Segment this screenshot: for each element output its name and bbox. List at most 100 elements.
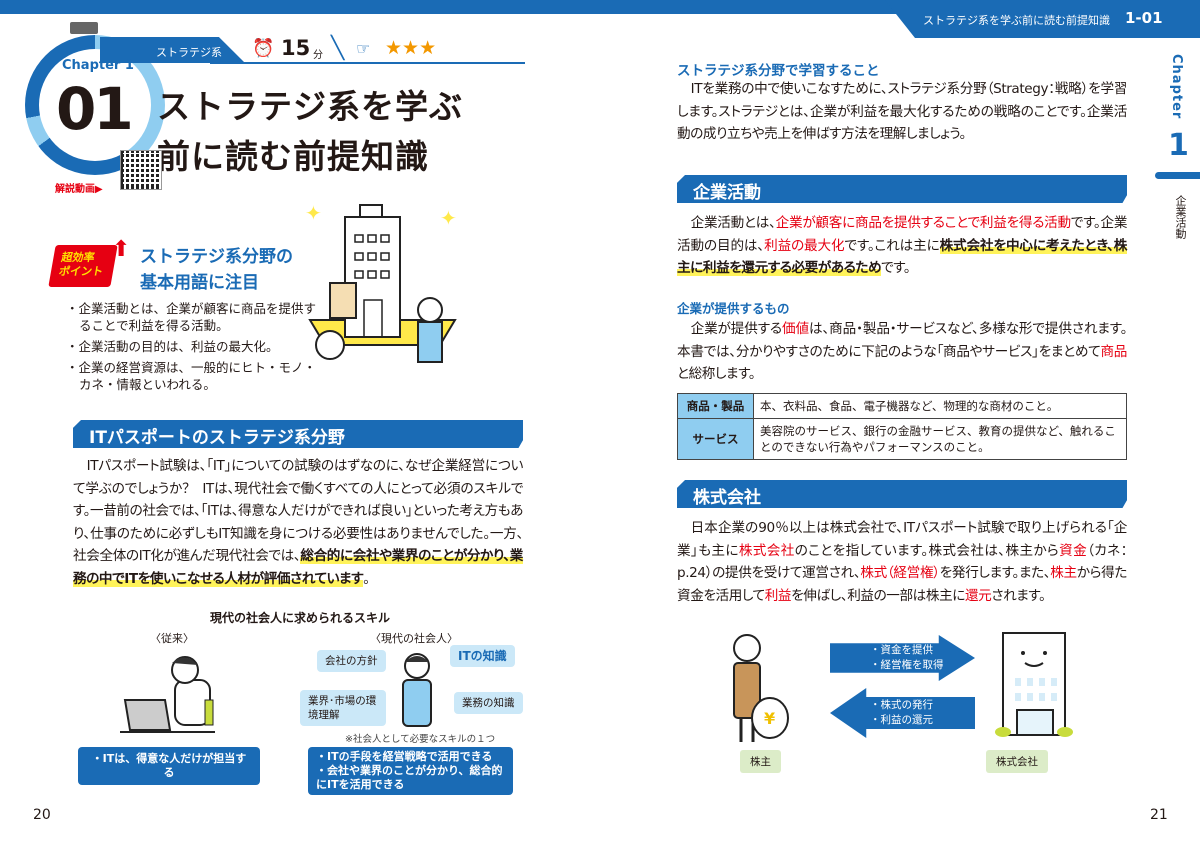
alarm-clock-icon: ⏰ [252, 38, 275, 59]
paragraph-corporation: 日本企業の90％以上は株式会社で、ITパスポート試験で取り上げられる「企業」も主… [677, 517, 1127, 607]
office-building-illustration: ✦✦ [305, 201, 457, 363]
red-text: 企業が顧客に商品を提供することで利益を得る活動 [775, 215, 1072, 231]
section-header-business-activity: 企業活動 [677, 175, 1127, 203]
svg-text:✦: ✦ [305, 201, 322, 225]
red-text: 株式（経営権） [860, 565, 940, 581]
text: と総称します。 [677, 366, 756, 382]
point-heading-line: 基本用語に注目 [140, 273, 259, 293]
arrow-text: ・資金を提供 [870, 644, 933, 656]
lesson-number: 01 [56, 75, 134, 143]
title-line: 前に読む前提知識 [157, 137, 429, 176]
side-section-label: 企業活動 [1174, 195, 1187, 239]
table-desc: 美容院のサービス、銀行の金融サービス、教育の提供など、触れることのできない行為や… [753, 418, 1127, 460]
arrow-to-shareholder: ・株式の発行 ・利益の還元 [830, 688, 975, 738]
arrow-up-icon: ⬆ [112, 237, 131, 262]
pointing-hand-icon: ☞ [356, 39, 371, 58]
red-text: 資金 [1059, 542, 1088, 559]
red-text: 株式会社 [738, 542, 795, 559]
text: 日本企業の90％以上は株式会社で、ITパスポート試験で取り上げられる「企業」も主… [677, 520, 1127, 559]
arrow-text: ・株式の発行 [870, 699, 933, 711]
qr-code[interactable] [120, 150, 162, 190]
text: です。企業活動の目的は、 [677, 215, 1128, 254]
divider [210, 62, 525, 64]
category-label: ストラテジ系 [156, 46, 222, 59]
modern-worker-illustration [402, 653, 432, 727]
red-text: 価値 [782, 321, 809, 337]
table-row: サービス美容院のサービス、銀行の金融サービス、教育の提供など、触れることのできな… [677, 418, 1127, 460]
category-banner: ストラテジ系 [100, 37, 245, 63]
modern-label: 〈現代の社会人〉 [370, 632, 458, 645]
past-label: 〈従来〉 [150, 632, 194, 645]
red-text: 商品 [1100, 343, 1127, 360]
difficulty-stars: ★★★ [385, 37, 437, 59]
table-row: 商品・製品本、衣料品、食品、電子機器など、物理的な商材のこと。 [677, 393, 1127, 419]
table-desc: 本、衣料品、食品、電子機器など、物理的な商材のこと。 [753, 393, 1127, 419]
paragraph-business-activity: 企業活動とは、企業が顧客に商品を提供することで利益を得る活動です。企業活動の目的… [677, 212, 1127, 280]
section-header-corporation: 株式会社 [677, 480, 1127, 508]
text: です。これは主に [844, 237, 940, 254]
side-chapter-label: Chapter [1169, 54, 1184, 120]
bubble-company-policy: 会社の方針 [317, 650, 386, 672]
text: ITパスポート試験は、「IT」についての試験のはずなのに、なぜ企業経営について学… [73, 458, 523, 564]
arrow-text: ・利益の還元 [870, 714, 933, 726]
skill-item: ・会社や業界のことが分かり、総合的にITを活用できる [316, 764, 503, 791]
point-bullets: 企業活動とは、企業が顧客に商品を提供することで利益を得る活動。 企業活動の目的は… [66, 300, 326, 397]
video-label: 解説動画▶ [55, 184, 103, 195]
intro-heading: ストラテジ系分野で学習すること [677, 63, 880, 79]
svg-text:¥: ¥ [764, 709, 775, 728]
table-term: サービス [677, 418, 754, 460]
bullet-item: 企業活動の目的は、利益の最大化。 [66, 338, 326, 355]
intro-paragraph: ITを業務の中で使いこなすために、ストラテジ系分野（Strategy：戦略）を学… [677, 81, 1127, 142]
text: 。 [363, 570, 370, 587]
bullet-item: 企業活動とは、企業が顧客に商品を提供することで利益を得る活動。 [66, 300, 326, 334]
running-title: ストラテジ系を学ぶ前に読む前提知識 [923, 14, 1110, 27]
company-label: 株式会社 [986, 750, 1048, 773]
time-value: 15 [281, 36, 311, 60]
red-text: 利益 [764, 587, 792, 604]
figure-title: 現代の社会人に求められるスキル [210, 611, 391, 625]
person-at-laptop-illustration [120, 656, 215, 733]
shareholder-label: 株主 [740, 750, 781, 773]
text: は、商品・製品・サービスなど、多様な形で提供されます。本書では、分かりやすさのた… [677, 321, 1127, 360]
running-header: ストラテジ系を学ぶ前に読む前提知識 1-01 [885, 0, 1200, 38]
arrow-text: ・経営権を取得 [870, 659, 944, 671]
bubble-industry-market: 業界･市場の環境理解 [300, 690, 386, 726]
bubble-it-knowledge: ITの知識 [450, 645, 515, 667]
page-title: ストラテジ系を学ぶ 前に読む前提知識 [157, 82, 463, 182]
arrow-to-company: ・資金を提供 ・経営権を取得 [830, 635, 975, 681]
text: 企業が提供する [690, 321, 783, 337]
text: （カネ：p.24）の提供を受けて運営され、 [677, 542, 1127, 582]
red-text: 利益の最大化 [764, 237, 845, 254]
time-unit: 分 [313, 50, 323, 61]
page-number-left: 20 [33, 807, 51, 823]
bubble-business-knowledge: 業務の知識 [454, 692, 523, 714]
svg-text:✦: ✦ [440, 206, 457, 230]
bullet-item: 企業の経営資源は、一般的にヒト・モノ・カネ・情報といわれる。 [66, 359, 326, 393]
text: を発行します。また、 [939, 565, 1051, 581]
badge-text: ポイント [57, 265, 105, 278]
point-heading: ストラテジ系分野の 基本用語に注目 [140, 244, 293, 296]
modern-skill-box: ・ITの手段を経営戦略で活用できる ・会社や業界のことが分かり、総合的にITを活… [308, 747, 513, 795]
text: されます。 [991, 587, 1046, 604]
point-heading-line: ストラテジ系分野の [140, 247, 293, 267]
shareholder-illustration: ¥ [733, 634, 789, 742]
paragraph-it-passport: ITパスポート試験は、「IT」についての試験のはずなのに、なぜ企業経営について学… [73, 455, 523, 590]
page-number-right: 21 [1150, 807, 1168, 823]
section-header-it-passport: ITパスポートのストラテジ系分野 [73, 420, 523, 448]
text: のことを指しています。株式会社は、株主から [794, 542, 1060, 559]
ring-tab [70, 22, 98, 34]
point-badge: 超効率ポイント [48, 245, 118, 287]
skill-item: ・ITの手段を経営戦略で活用できる [316, 750, 493, 763]
chapter-label: Chapter 1 [62, 58, 134, 73]
badge-text: 超効率 [60, 251, 96, 264]
text: 企業活動とは、 [690, 215, 776, 231]
side-chapter-number: 1 [1168, 128, 1189, 163]
paragraph-offer: 企業が提供する価値は、商品・製品・サービスなど、多様な形で提供されます。本書では… [677, 318, 1127, 386]
company-building-illustration [995, 632, 1073, 737]
red-text: 還元 [964, 587, 992, 604]
slash-divider: ╲ [331, 36, 345, 61]
title-line: ストラテジ系を学ぶ [157, 87, 463, 126]
offer-heading: 企業が提供するもの [677, 301, 790, 316]
text: です。 [881, 260, 911, 276]
red-text: 株主 [1050, 565, 1077, 581]
